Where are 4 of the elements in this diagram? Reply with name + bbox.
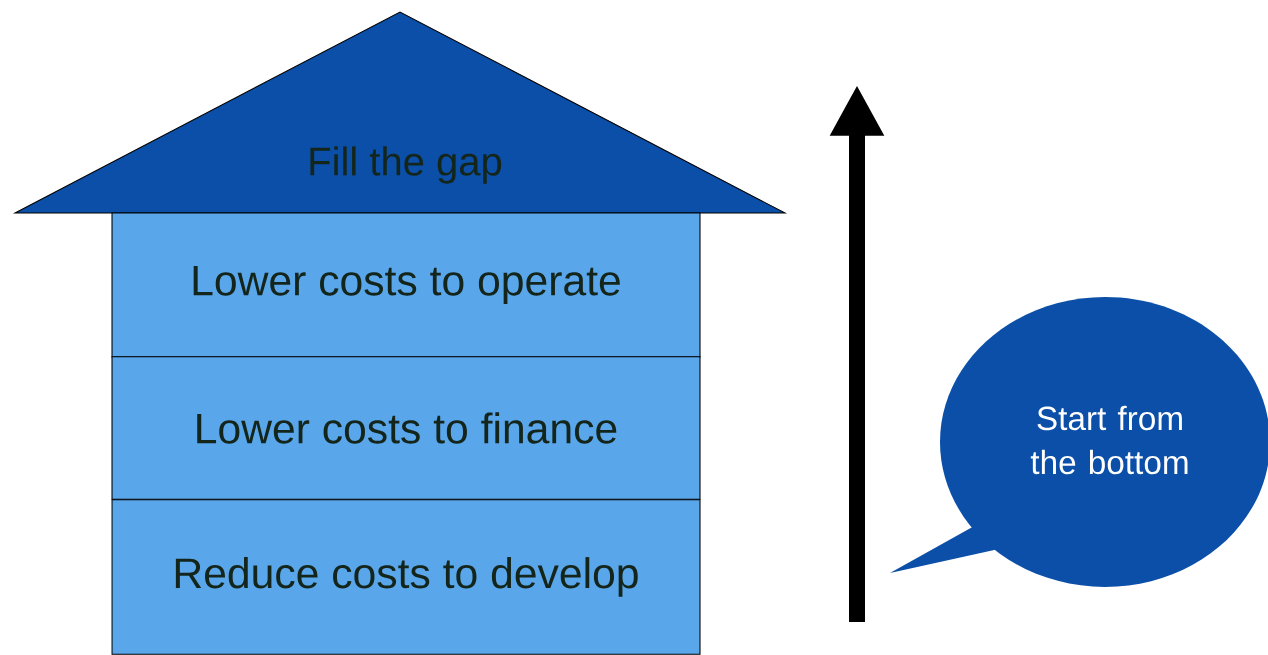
speech-bubble: Start from the bottom [890, 297, 1268, 587]
layer-box: Lower costs to operate [111, 212, 701, 358]
layer-box: Reduce costs to develop [111, 499, 701, 655]
layer-box: Lower costs to finance [111, 356, 701, 500]
